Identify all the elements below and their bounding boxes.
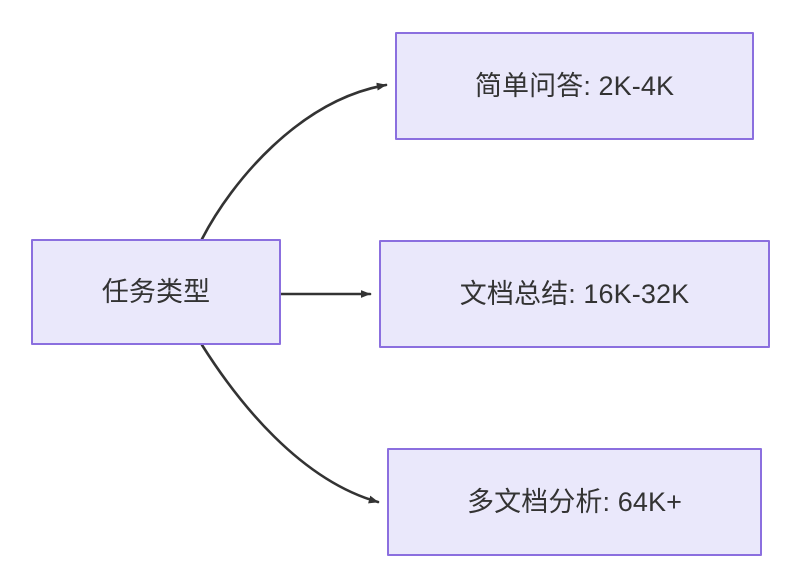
node-multi-doc-analysis-label: 多文档分析: 64K+ — [467, 486, 682, 517]
node-simple-qa-label: 简单问答: 2K-4K — [474, 70, 675, 101]
node-task-type[interactable]: 任务类型 — [31, 239, 281, 345]
node-doc-summary[interactable]: 文档总结: 16K-32K — [379, 240, 770, 348]
node-multi-doc-analysis[interactable]: 多文档分析: 64K+ — [387, 448, 762, 556]
node-task-type-label: 任务类型 — [101, 276, 211, 307]
edge-to-multi-doc-analysis — [200, 343, 380, 504]
node-simple-qa[interactable]: 简单问答: 2K-4K — [395, 32, 754, 140]
edge-to-simple-qa — [200, 82, 388, 241]
node-doc-summary-label: 文档总结: 16K-32K — [459, 278, 690, 309]
